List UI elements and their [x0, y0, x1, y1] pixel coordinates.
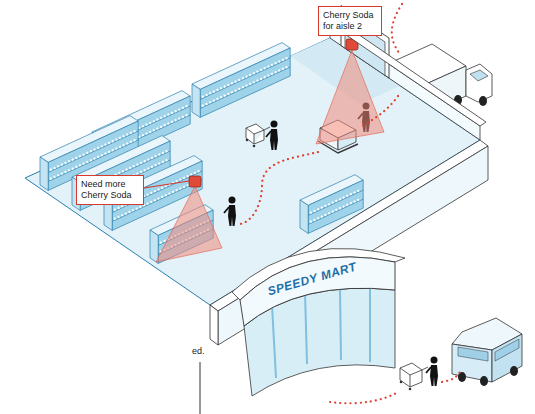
callout-text: Need more Cherry Soda: [81, 179, 139, 201]
shelf-unit: [192, 43, 290, 118]
van-window: [458, 347, 488, 361]
reader-beam: [156, 186, 222, 262]
store-entrance: [232, 248, 405, 396]
front-wall-end: [210, 305, 218, 345]
cart-frame: [400, 363, 428, 387]
van-wheel: [510, 366, 518, 376]
cart-wheel: [246, 139, 249, 142]
route-dots: [362, 96, 398, 126]
sign-band: [240, 257, 395, 326]
person-figure: [426, 357, 438, 387]
callout-leader: [144, 181, 189, 188]
tag-route: [240, 4, 460, 403]
truck-window: [470, 70, 488, 81]
reader-body: [189, 176, 201, 187]
cart-frame: [246, 124, 270, 144]
cart-wheel: [409, 388, 412, 391]
truck-cab: [466, 64, 492, 102]
person-figure: [266, 121, 278, 151]
callout-box: Need more Cherry Soda: [76, 175, 144, 205]
van-wheel: [480, 376, 488, 386]
caption-fragment: ed.: [192, 346, 205, 357]
customer-van: [452, 318, 522, 386]
route-dots: [240, 152, 318, 224]
route-dots: [442, 372, 460, 382]
callout-text: Cherry Soda for aisle 2: [323, 10, 377, 32]
store-sign: SPEEDY MART: [266, 261, 358, 298]
callout-box: Cherry Soda for aisle 2: [318, 6, 382, 36]
van-front: [492, 334, 522, 382]
cart-wheel: [253, 145, 256, 148]
cart-wheel: [400, 381, 403, 384]
van-windshield: [495, 339, 519, 361]
route-dots: [330, 392, 398, 403]
reader-beam: [316, 50, 384, 144]
van-side: [452, 344, 492, 382]
truck-wheel: [479, 96, 487, 106]
person-figure: [224, 197, 236, 227]
route-dots: [392, 4, 402, 54]
shopping-cart: [400, 363, 428, 390]
axis-line: [200, 362, 201, 414]
